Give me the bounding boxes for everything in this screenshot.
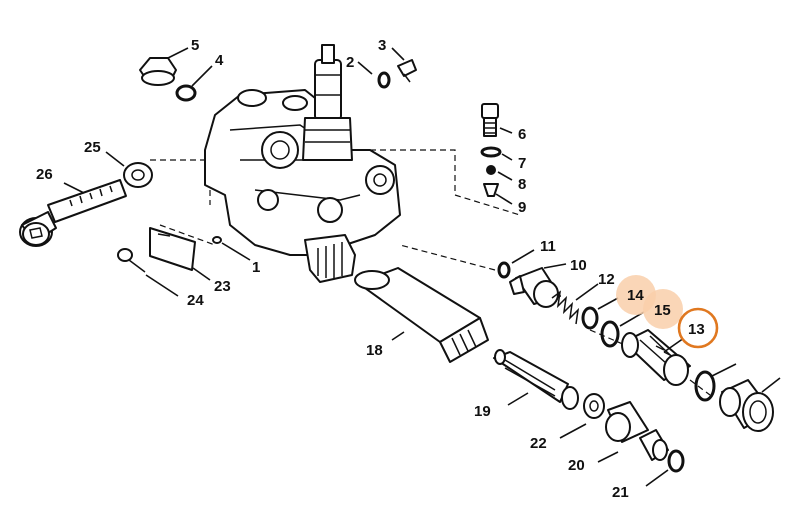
part-6-fitting: [481, 103, 513, 137]
callout-labels: 5 4 3 2 6 7 8 9 25 26 1 23 24 11 10 12 1…: [36, 37, 705, 501]
callout-15[interactable]: 15: [654, 302, 671, 319]
right-nut: [719, 377, 781, 432]
part-9-valve-seat: [483, 183, 513, 205]
part-3-screw: [391, 47, 417, 83]
callout-23[interactable]: 23: [214, 278, 231, 295]
callout-3[interactable]: 3: [378, 37, 386, 54]
part-10-valve: [509, 263, 567, 308]
callout-11[interactable]: 11: [540, 238, 556, 255]
callout-4[interactable]: 4: [215, 52, 224, 69]
part-4-o-ring: [175, 65, 213, 102]
callout-19[interactable]: 19: [474, 403, 491, 420]
callout-5[interactable]: 5: [191, 37, 199, 54]
callout-10[interactable]: 10: [570, 257, 587, 274]
callout-24[interactable]: 24: [187, 292, 204, 309]
part-13-chemical-injector: [621, 329, 691, 386]
part-2-o-ring: [357, 61, 391, 89]
pump-head-body: [204, 89, 401, 283]
callout-6[interactable]: 6: [518, 126, 526, 143]
highlight-selected-13: [677, 307, 719, 349]
part-24-screw: [117, 248, 179, 297]
callout-26[interactable]: 26: [36, 166, 53, 183]
callout-8[interactable]: 8: [518, 176, 526, 193]
callout-13[interactable]: 13: [688, 321, 705, 338]
part-20-coupling: [597, 401, 669, 463]
part-5-plug: [139, 47, 189, 86]
callout-12[interactable]: 12: [598, 271, 615, 288]
part-25-washer: [105, 151, 153, 188]
highlight-markers: [616, 275, 719, 349]
callout-25[interactable]: 25: [84, 139, 101, 156]
part-14-o-ring: [581, 297, 619, 330]
callout-21[interactable]: 21: [612, 484, 629, 501]
valve-tower: [302, 44, 353, 161]
callout-14[interactable]: 14: [627, 287, 644, 304]
part-22-washer: [559, 393, 605, 439]
part-26-bolt: [19, 179, 127, 247]
callout-18[interactable]: 18: [366, 342, 383, 359]
part-18-tube: [354, 267, 489, 363]
callout-20[interactable]: 20: [568, 457, 585, 474]
part-1-pin: [212, 236, 251, 261]
part-23-label-plate: [149, 227, 211, 281]
callout-9[interactable]: 9: [518, 199, 526, 216]
callout-22[interactable]: 22: [530, 435, 547, 452]
callout-7[interactable]: 7: [518, 155, 526, 172]
callout-2[interactable]: 2: [346, 54, 354, 71]
highlight-related-15: [643, 289, 683, 329]
part-12-spring: [551, 283, 599, 325]
part-11-o-ring: [497, 249, 535, 279]
part-19-filter: [493, 349, 579, 410]
part-8-ball: [486, 165, 513, 181]
callout-1[interactable]: 1: [252, 259, 260, 276]
part-7-o-ring: [480, 146, 513, 161]
right-o-ring: [694, 363, 737, 402]
part-21-o-ring: [645, 449, 685, 487]
